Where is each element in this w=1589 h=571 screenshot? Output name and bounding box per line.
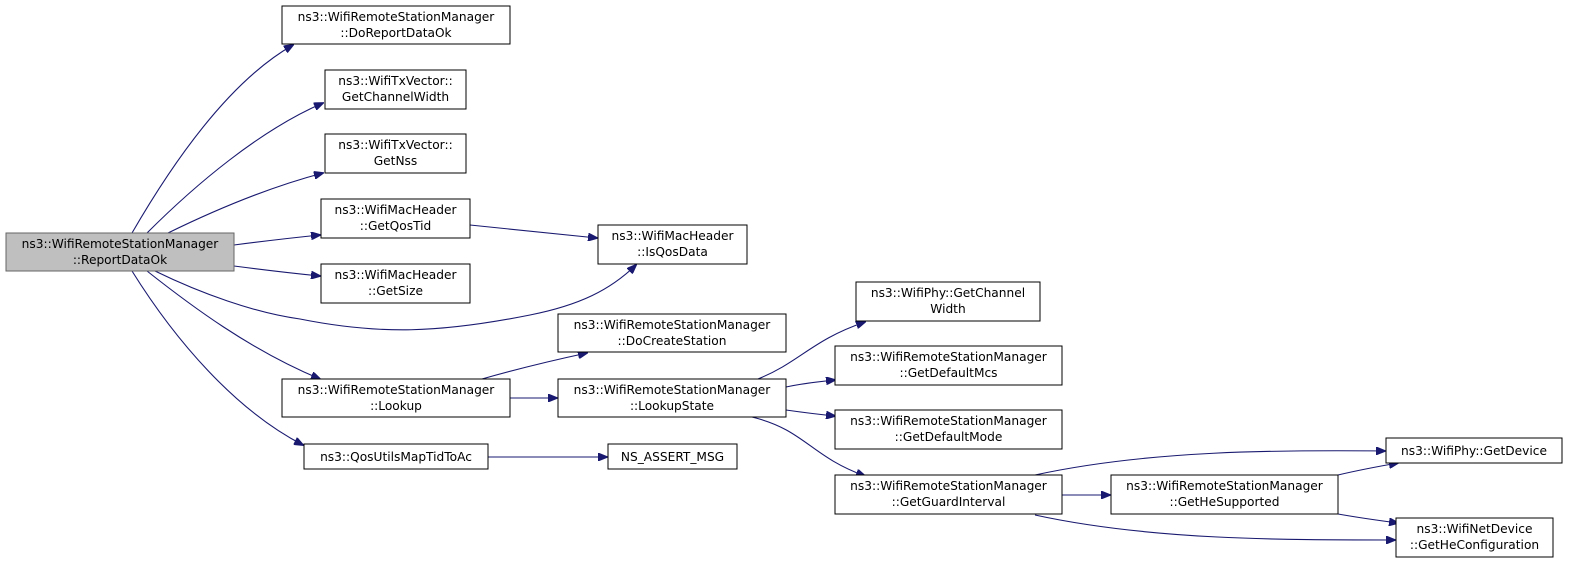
edge-lookupstate-phygetchannelwidth: [757, 322, 865, 380]
node-ns-assert-msg[interactable]: NS_ASSERT_MSG: [607, 443, 738, 470]
node-lookup[interactable]: ns3::WifiRemoteStationManager ::Lookup: [281, 378, 511, 418]
node-label-line: ::LookupState: [630, 399, 714, 413]
node-get-he-configuration[interactable]: ns3::WifiNetDevice ::GetHeConfiguration: [1395, 517, 1554, 558]
edge-lookupstate-getguardinterval: [751, 416, 865, 476]
node-label-line: GetChannelWidth: [342, 90, 449, 104]
node-label-line: Width: [930, 302, 965, 316]
node-label-line: ns3::WifiMacHeader: [612, 229, 735, 243]
edge-reportdataok-lookup: [146, 270, 320, 379]
node-get-he-supported[interactable]: ns3::WifiRemoteStationManager ::GetHeSup…: [1110, 474, 1339, 515]
node-get-guard-interval[interactable]: ns3::WifiRemoteStationManager ::GetGuard…: [834, 474, 1063, 515]
node-label-line: ::Lookup: [370, 399, 422, 413]
node-label-line: ns3::WifiRemoteStationManager: [850, 479, 1048, 493]
node-label-line: ::IsQosData: [637, 245, 708, 259]
edge-lookup-docreatestation: [481, 353, 587, 380]
node-get-default-mcs[interactable]: ns3::WifiRemoteStationManager ::GetDefau…: [834, 345, 1063, 386]
node-label-line: ns3::WifiMacHeader: [335, 268, 458, 282]
edge-getguardinterval-getheconfiguration: [1034, 514, 1395, 540]
node-label-line: ::ReportDataOk: [73, 253, 168, 267]
node-label-line: NS_ASSERT_MSG: [621, 450, 724, 464]
node-phy-get-device[interactable]: ns3::WifiPhy::GetDevice: [1385, 437, 1563, 464]
node-get-default-mode[interactable]: ns3::WifiRemoteStationManager ::GetDefau…: [834, 409, 1063, 450]
node-get-size[interactable]: ns3::WifiMacHeader ::GetSize: [320, 263, 471, 304]
node-label-line: ns3::QosUtilsMapTidToAc: [320, 450, 472, 464]
node-label-line: ns3::WifiRemoteStationManager: [1126, 479, 1324, 493]
node-phy-get-channel-width[interactable]: ns3::WifiPhy::GetChannel Width: [855, 281, 1041, 322]
edge-getguardinterval-phygetdevice: [1034, 451, 1385, 476]
edge-reportdataok-getchannelwidth: [146, 103, 323, 234]
edge-reportdataok-getnss: [167, 173, 323, 234]
node-label-line: ::GetQosTid: [360, 219, 432, 233]
node-label-line: ::GetGuardInterval: [892, 495, 1006, 509]
node-label-line: ::GetDefaultMode: [895, 430, 1003, 444]
node-label-line: ::GetSize: [368, 284, 423, 298]
edge-lookupstate-getdefaultmcs: [785, 380, 835, 388]
node-do-create-station[interactable]: ns3::WifiRemoteStationManager ::DoCreate…: [557, 313, 787, 353]
node-label-line: ns3::WifiTxVector::: [338, 138, 452, 152]
edge-reportdataok-qosutilsmaptidtoac: [131, 270, 303, 445]
edge-gethesupported-getheconfiguration: [1337, 513, 1398, 523]
edge-reportdataok-doreportdataok: [131, 45, 293, 234]
node-label-line: ::GetHeConfiguration: [1410, 538, 1539, 552]
node-label-line: ns3::WifiRemoteStationManager: [22, 237, 220, 251]
node-qos-utils-map-tid-to-ac[interactable]: ns3::QosUtilsMapTidToAc: [303, 443, 489, 470]
node-label-line: ns3::WifiNetDevice: [1417, 522, 1533, 536]
edge-reportdataok-getqostid: [233, 235, 320, 246]
node-label-line: GetNss: [374, 154, 418, 168]
node-do-report-data-ok[interactable]: ns3::WifiRemoteStationManager ::DoReport…: [281, 5, 511, 45]
node-is-qos-data[interactable]: ns3::WifiMacHeader ::IsQosData: [597, 224, 748, 265]
edge-reportdataok-getsize: [233, 265, 320, 276]
node-get-nss[interactable]: ns3::WifiTxVector:: GetNss: [324, 133, 467, 174]
node-label-line: ::DoReportDataOk: [340, 26, 452, 40]
node-label-line: ns3::WifiRemoteStationManager: [298, 10, 496, 24]
node-label-line: ns3::WifiMacHeader: [335, 203, 458, 217]
node-label-line: ns3::WifiPhy::GetChannel: [871, 286, 1025, 300]
edge-getqostid-isqosdata: [469, 224, 597, 238]
node-label-line: ns3::WifiRemoteStationManager: [298, 383, 496, 397]
node-label-line: ns3::WifiPhy::GetDevice: [1401, 444, 1547, 458]
node-label-line: ns3::WifiRemoteStationManager: [574, 318, 772, 332]
node-report-data-ok[interactable]: ns3::WifiRemoteStationManager ::ReportDa…: [5, 232, 235, 272]
edge-lookupstate-getdefaultmode: [785, 409, 835, 416]
edge-gethesupported-phygetdevice: [1337, 463, 1398, 476]
edge-reportdataok-isqosdata: [154, 265, 636, 331]
edge-layer: [131, 45, 1398, 540]
node-lookup-state[interactable]: ns3::WifiRemoteStationManager ::LookupSt…: [557, 378, 787, 418]
node-label-line: ns3::WifiTxVector::: [338, 74, 452, 88]
node-get-qos-tid[interactable]: ns3::WifiMacHeader ::GetQosTid: [320, 198, 471, 239]
node-label-line: ::GetDefaultMcs: [899, 366, 997, 380]
node-get-channel-width[interactable]: ns3::WifiTxVector:: GetChannelWidth: [324, 69, 467, 110]
node-label-line: ::GetHeSupported: [1169, 495, 1279, 509]
node-label-line: ns3::WifiRemoteStationManager: [574, 383, 772, 397]
node-label-line: ns3::WifiRemoteStationManager: [850, 414, 1048, 428]
node-label-line: ::DoCreateStation: [618, 334, 727, 348]
node-label-line: ns3::WifiRemoteStationManager: [850, 350, 1048, 364]
